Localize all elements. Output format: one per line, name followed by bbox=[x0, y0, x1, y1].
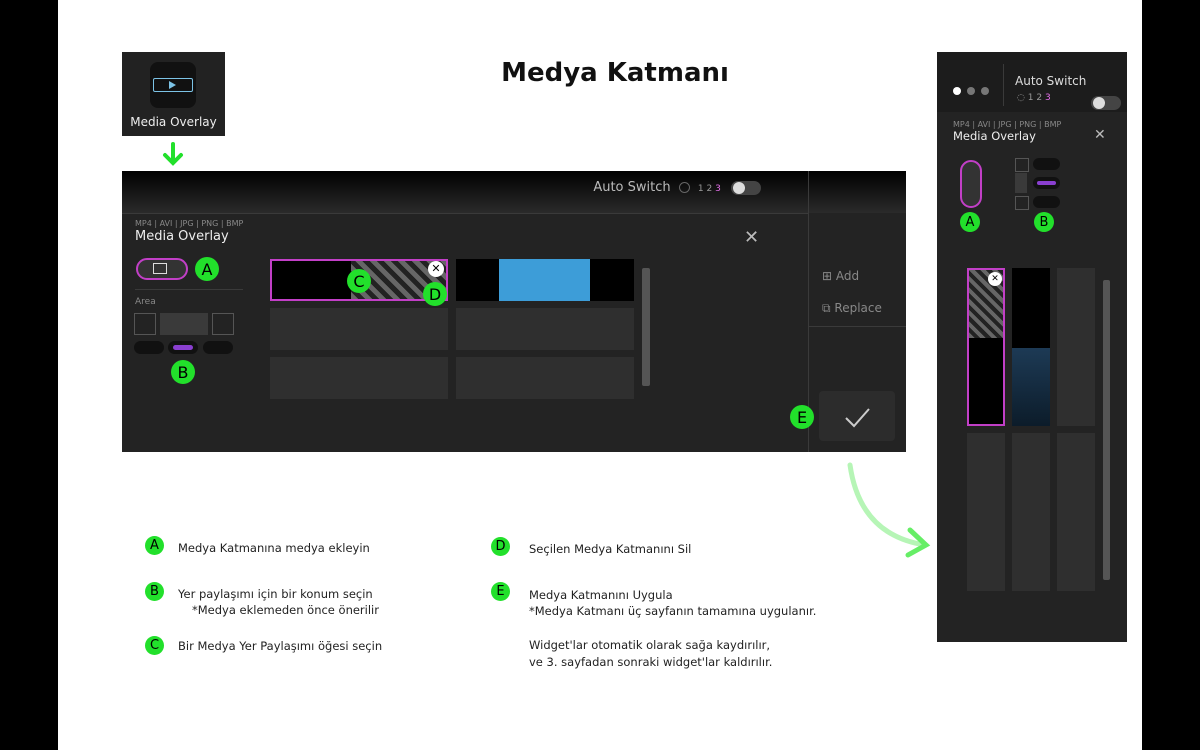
add-media-button[interactable] bbox=[136, 258, 188, 280]
phone-add-media-button[interactable] bbox=[960, 160, 982, 208]
area-label: Area bbox=[135, 297, 156, 307]
grid-scrollbar[interactable] bbox=[642, 268, 650, 386]
phone-media-slot[interactable] bbox=[967, 433, 1005, 591]
area-option-center[interactable] bbox=[168, 341, 198, 354]
delete-item-button[interactable]: ✕ bbox=[428, 261, 444, 277]
auto-switch-toggle[interactable] bbox=[731, 180, 761, 195]
phone-page-1: 1 bbox=[1027, 93, 1034, 103]
phone-auto-switch-toggle[interactable] bbox=[1091, 95, 1121, 110]
phone-media-item-selected[interactable] bbox=[967, 268, 1005, 426]
add-label: Add bbox=[835, 269, 860, 283]
phone-page-2: 2 bbox=[1036, 93, 1043, 103]
launcher-label: Media Overlay bbox=[130, 115, 217, 129]
apply-button[interactable] bbox=[819, 391, 895, 441]
legend-e2: *Medya Katmanı üç sayfanın tamamına uygu… bbox=[529, 604, 817, 618]
area-left-slot[interactable] bbox=[134, 313, 156, 335]
phone-close-button[interactable]: ✕ bbox=[1094, 127, 1106, 143]
replace-action[interactable]: ⧉ Replace bbox=[822, 301, 882, 316]
legend-e3: Widget'lar otomatik olarak sağa kaydırıl… bbox=[529, 638, 771, 652]
legend-b2: *Medya eklemeden önce önerilir bbox=[192, 603, 379, 617]
legend-badge-d: D bbox=[491, 537, 510, 556]
phone-city-image bbox=[1012, 348, 1050, 426]
add-action[interactable]: ⊞ Add bbox=[822, 269, 859, 283]
legend-badge-e: E bbox=[491, 582, 510, 601]
badge-b: B bbox=[171, 360, 195, 384]
badge-a: A bbox=[195, 257, 219, 281]
legend-badge-a: A bbox=[145, 536, 164, 555]
phone-media-item[interactable] bbox=[1012, 268, 1050, 426]
media-slot[interactable] bbox=[456, 308, 634, 350]
refresh-icon bbox=[678, 182, 690, 193]
plus-box-icon: ⊞ bbox=[822, 269, 833, 283]
area-right-slot[interactable] bbox=[212, 313, 234, 335]
phone-media-slot[interactable] bbox=[1057, 268, 1095, 426]
page-3: 3 bbox=[715, 184, 721, 194]
replace-icon: ⧉ bbox=[822, 301, 831, 315]
media-slot[interactable] bbox=[270, 308, 448, 350]
phone-area-center-slot[interactable] bbox=[1015, 173, 1027, 193]
legend-badge-c: C bbox=[145, 636, 164, 655]
fish-image bbox=[499, 259, 590, 301]
legend-badge-b: B bbox=[145, 582, 164, 601]
page-1: 1 bbox=[697, 184, 704, 194]
media-overlay-panel: Auto Switch 1 2 3 MP4 | AVI | JPG | PNG … bbox=[122, 171, 906, 452]
page-title: Medya Katmanı bbox=[501, 58, 729, 88]
phone-auto-switch-label: Auto Switch bbox=[1015, 74, 1087, 88]
auto-switch-row: Auto Switch 1 2 3 bbox=[593, 180, 761, 195]
phone-format-list: MP4 | AVI | JPG | PNG | BMP bbox=[953, 120, 1062, 129]
badge-d: D bbox=[423, 282, 447, 306]
format-list: MP4 | AVI | JPG | PNG | BMP bbox=[135, 219, 244, 228]
area-option-left[interactable] bbox=[134, 341, 164, 354]
legend-e4: ve 3. sayfadan sonraki widget'lar kaldır… bbox=[529, 655, 773, 669]
legend-d: Seçilen Medya Katmanını Sil bbox=[529, 542, 692, 556]
phone-badge-b: B bbox=[1034, 212, 1054, 232]
phone-media-slot[interactable] bbox=[1012, 433, 1050, 591]
film-play-icon bbox=[150, 62, 196, 108]
badge-e: E bbox=[790, 405, 814, 429]
area-center-slot[interactable] bbox=[160, 313, 208, 335]
phone-grid-scrollbar[interactable] bbox=[1103, 280, 1110, 580]
area-option-right[interactable] bbox=[203, 341, 233, 354]
phone-media-slot[interactable] bbox=[1057, 433, 1095, 591]
replace-label: Replace bbox=[834, 301, 882, 315]
checkmark-icon bbox=[845, 408, 870, 428]
phone-area-bottom-slot[interactable] bbox=[1015, 196, 1029, 210]
phone-page-indicator: ◌ 1 2 3 bbox=[1017, 93, 1051, 103]
media-slot[interactable] bbox=[456, 357, 634, 399]
phone-area-option[interactable] bbox=[1033, 196, 1060, 208]
legend-a: Medya Katmanına medya ekleyin bbox=[178, 541, 370, 555]
phone-area-option[interactable] bbox=[1033, 177, 1060, 189]
action-sidebar bbox=[808, 171, 906, 452]
add-media-icon bbox=[153, 263, 167, 274]
page-indicator: 1 2 3 bbox=[698, 184, 721, 194]
panel-title: Media Overlay bbox=[135, 229, 229, 244]
auto-switch-label: Auto Switch bbox=[593, 180, 671, 195]
phone-panel-title: Media Overlay bbox=[953, 129, 1036, 143]
legend-b1: Yer paylaşımı için bir konum seçin bbox=[178, 587, 373, 601]
phone-delete-item-button[interactable]: ✕ bbox=[988, 272, 1002, 286]
curved-arrow-icon bbox=[847, 462, 931, 558]
media-slot[interactable] bbox=[270, 357, 448, 399]
badge-c: C bbox=[347, 269, 371, 293]
phone-area-option[interactable] bbox=[1033, 158, 1060, 170]
phone-badge-a: A bbox=[960, 212, 980, 232]
phone-page-3: 3 bbox=[1044, 93, 1051, 103]
media-item[interactable] bbox=[456, 259, 634, 301]
down-arrow-icon bbox=[163, 142, 183, 166]
legend-c: Bir Medya Yer Paylaşımı öğesi seçin bbox=[178, 639, 383, 653]
legend-e1: Medya Katmanını Uygula bbox=[529, 588, 673, 602]
page-2: 2 bbox=[706, 184, 713, 194]
close-button[interactable]: ✕ bbox=[744, 227, 760, 248]
phone-area-top-slot[interactable] bbox=[1015, 158, 1029, 172]
phone-media-overlay-panel: Auto Switch ◌ 1 2 3 MP4 | AVI | JPG | PN… bbox=[937, 52, 1127, 642]
